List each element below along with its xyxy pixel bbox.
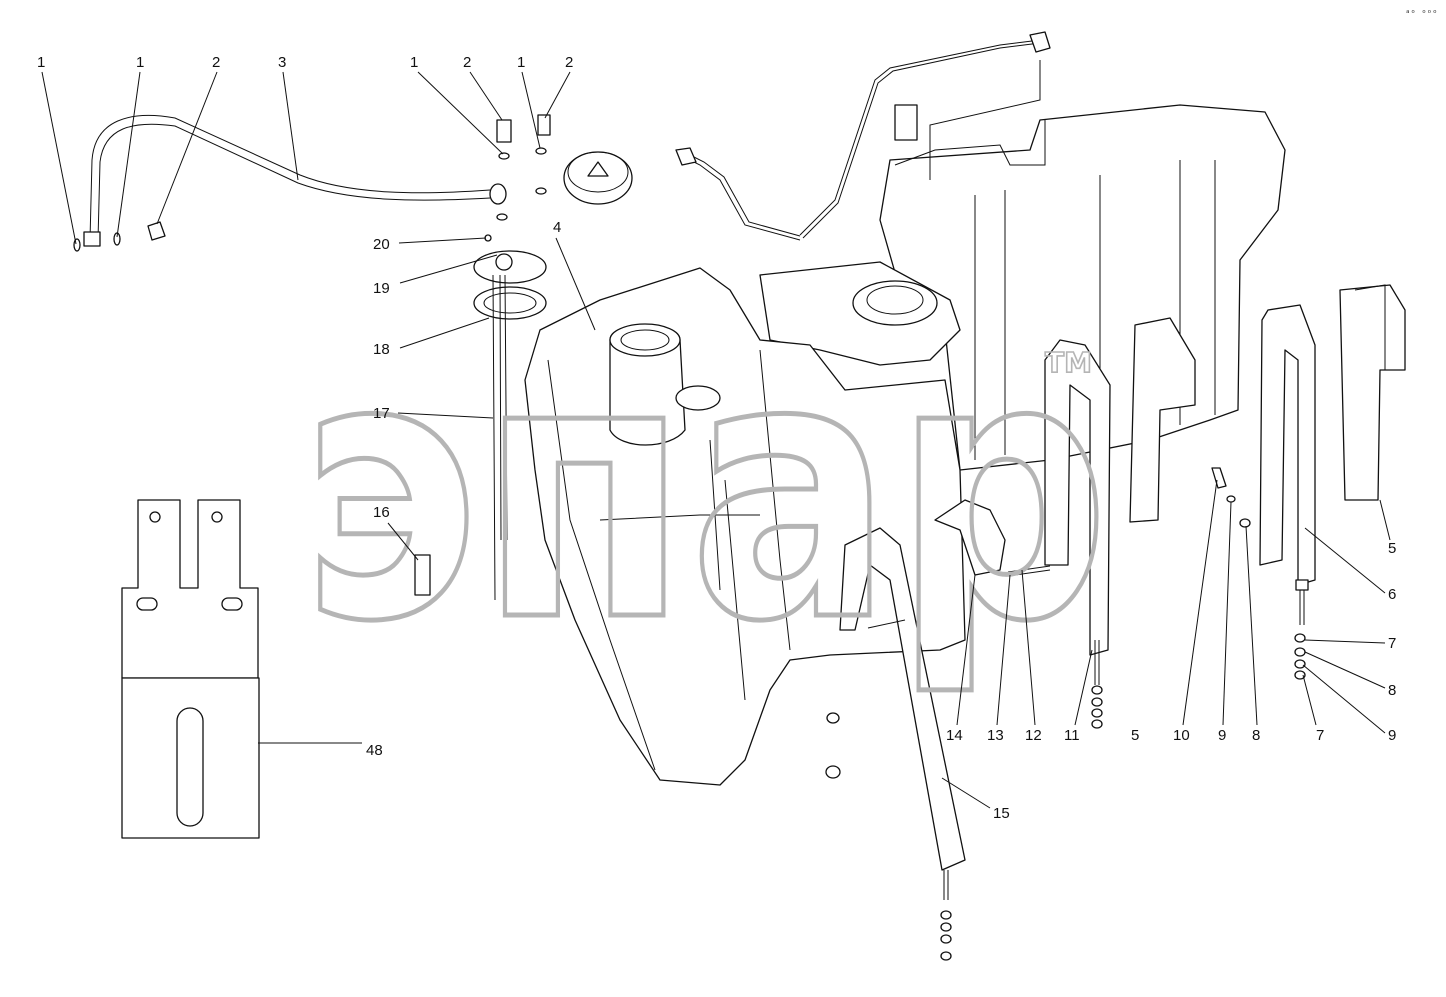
callout-13: 13 <box>987 727 1004 744</box>
callout-14: 14 <box>946 727 963 744</box>
callout-2: 2 <box>463 54 471 71</box>
leader-lines <box>41 71 1391 809</box>
watermark-text: эпар <box>300 281 1110 700</box>
callout-6: 6 <box>1388 586 1396 603</box>
callout-10: 10 <box>1173 727 1190 744</box>
callout-17: 17 <box>373 405 390 422</box>
callout-1: 1 <box>410 54 418 71</box>
callout-9: 9 <box>1218 727 1226 744</box>
callout-9: 9 <box>1388 727 1396 744</box>
watermark: эпар TM <box>298 279 1113 703</box>
callout-5: 5 <box>1388 540 1396 557</box>
callout-4: 4 <box>553 219 561 236</box>
callout-15: 15 <box>993 805 1010 822</box>
fuel-level-sender <box>414 234 547 601</box>
mounting-straps <box>839 284 1406 871</box>
callout-2: 2 <box>212 54 220 71</box>
fuel-tank <box>524 104 1286 786</box>
callout-11: 11 <box>1064 727 1080 744</box>
callout-18: 18 <box>373 341 390 358</box>
lower-fasteners <box>825 467 1309 961</box>
filler-cap <box>563 151 633 205</box>
callout-5: 5 <box>1131 727 1139 744</box>
callout-3: 3 <box>278 54 286 71</box>
callout-1: 1 <box>517 54 525 71</box>
callout-7: 7 <box>1316 727 1324 744</box>
watermark-tm: TM <box>1045 346 1092 379</box>
callout-20: 20 <box>373 236 390 253</box>
mounting-bracket <box>121 499 260 839</box>
callout-1: 1 <box>37 54 45 71</box>
hose-assembly <box>73 115 507 252</box>
callout-1: 1 <box>136 54 144 71</box>
callout-labels: 1 1 2 3 1 2 1 2 20 19 4 18 17 16 48 15 1… <box>37 54 1396 822</box>
corner-mark: ᵃᵒ ᵒᵒᵒ <box>1405 9 1438 19</box>
callout-19: 19 <box>373 280 390 297</box>
callout-16: 16 <box>373 504 390 521</box>
callout-48: 48 <box>366 742 383 759</box>
callout-2: 2 <box>565 54 573 71</box>
callout-8: 8 <box>1252 727 1260 744</box>
fasteners-top <box>496 114 551 221</box>
vent-pipe <box>799 31 1051 239</box>
callout-7: 7 <box>1388 635 1396 652</box>
callout-12: 12 <box>1025 727 1042 744</box>
breather-hose <box>675 147 801 241</box>
callout-8: 8 <box>1388 682 1396 699</box>
